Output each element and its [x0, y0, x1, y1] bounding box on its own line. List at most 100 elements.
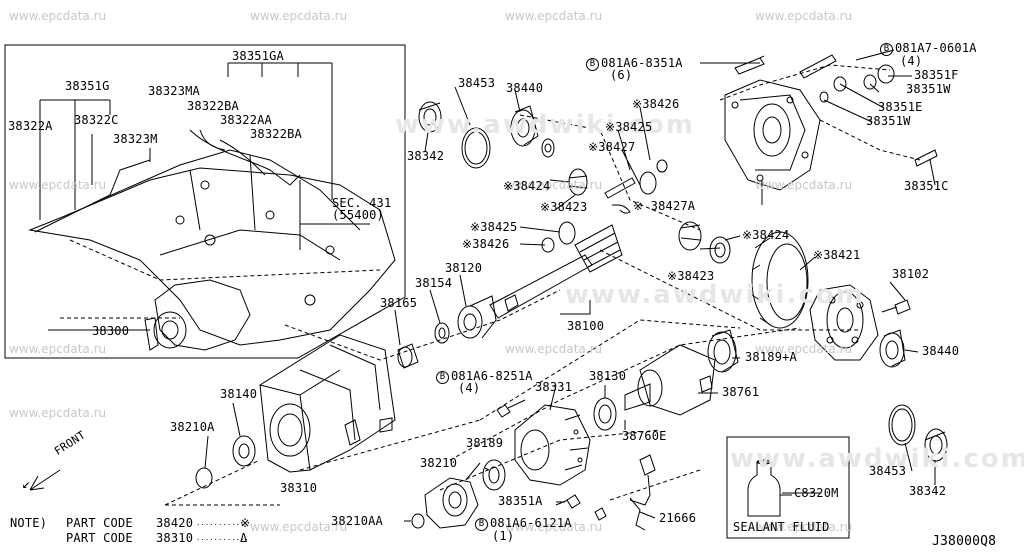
label-38102[interactable]: 38102 [892, 267, 930, 281]
label-38427A[interactable]: ※ 38427A [633, 199, 696, 213]
sealant-caption: SEALANT FLUID [733, 520, 830, 534]
bolt-code: 081A7-0601A [895, 41, 977, 55]
label-sec-ref-sub: (55400) [332, 208, 384, 222]
note-row2-code[interactable]: 38310 [156, 531, 194, 545]
note-title: NOTE) [10, 516, 48, 530]
note-row1-dots: ............ [196, 519, 249, 527]
label-38322A[interactable]: 38322A [8, 119, 53, 133]
note-row2-mark: Δ [240, 531, 248, 545]
watermark-5: www.epcdata.ru [9, 178, 107, 192]
label-38322BA-1[interactable]: 38322BA [187, 99, 239, 113]
label-38322C[interactable]: 38322C [74, 113, 119, 127]
label-38453-right[interactable]: 38453 [869, 464, 907, 478]
bolt-circle-icon: B [436, 371, 449, 384]
watermark-14: www.epcdata.ru [755, 520, 853, 534]
brand-watermark-2: www.awdwiki.com [565, 280, 865, 310]
label-38342-top[interactable]: 38342 [407, 149, 445, 163]
label-38130[interactable]: 38130 [589, 369, 627, 383]
diagram-code: J38000Q8 [932, 534, 997, 549]
sealant-code[interactable]: C8320M [794, 486, 839, 500]
label-38421[interactable]: ※38421 [813, 248, 861, 262]
label-38351GA[interactable]: 38351GA [232, 49, 284, 63]
label-38322AA[interactable]: 38322AA [220, 113, 272, 127]
watermark-2: www.epcdata.ru [250, 9, 348, 23]
bolt-qty-4: (1) [492, 529, 515, 543]
label-38424-a[interactable]: ※38424 [503, 179, 551, 193]
label-38210AA[interactable]: 38210AA [331, 514, 383, 528]
label-38310[interactable]: 38310 [280, 481, 318, 495]
sealant-box [726, 436, 850, 539]
label-38342-right[interactable]: 38342 [909, 484, 947, 498]
label-38351W-a[interactable]: 38351W [906, 82, 951, 96]
brand-watermark-3: www.awdwiki.com [730, 444, 1024, 474]
label-38210[interactable]: 38210 [420, 456, 458, 470]
label-38425-b[interactable]: ※38425 [470, 220, 518, 234]
bolt-qty-1: (6) [610, 68, 633, 82]
label-38351W-b[interactable]: 38351W [866, 114, 911, 128]
brand-watermark-1: www.awdwiki.com [395, 110, 695, 140]
watermark-7: www.epcdata.ru [755, 178, 853, 192]
note-row2-prefix: PART CODE [66, 531, 133, 545]
bolt-qty-3: (4) [458, 381, 481, 395]
note-row1-prefix: PART CODE [66, 516, 133, 530]
bolt-code: 081A6-8251A [451, 369, 533, 383]
label-38761[interactable]: 38761 [722, 385, 760, 399]
label-38351G[interactable]: 38351G [65, 79, 110, 93]
bolt-code: 081A6-8351A [601, 56, 683, 70]
note-row2-dots: ............ [196, 534, 249, 542]
label-38423-b[interactable]: ※38423 [667, 269, 715, 283]
label-38351C[interactable]: 38351C [904, 179, 949, 193]
label-38427[interactable]: ※38427 [588, 140, 636, 154]
label-38331[interactable]: 38331 [535, 380, 573, 394]
label-38323M[interactable]: 38323M [113, 132, 158, 146]
label-38351F[interactable]: 38351F [914, 68, 959, 82]
inset-frame [4, 44, 406, 359]
label-38323MA[interactable]: 38323MA [148, 84, 200, 98]
label-38453-top[interactable]: 38453 [458, 76, 496, 90]
label-38440-top[interactable]: 38440 [506, 81, 544, 95]
label-38424-b[interactable]: ※38424 [742, 228, 790, 242]
label-38760E[interactable]: 38760E [622, 429, 667, 443]
label-38154[interactable]: 38154 [415, 276, 453, 290]
bolt-circle-icon: B [880, 43, 893, 56]
label-38210A[interactable]: 38210A [170, 420, 215, 434]
label-38351E[interactable]: 38351E [878, 100, 923, 114]
watermark-11: www.epcdata.ru [9, 406, 107, 420]
watermark-3: www.epcdata.ru [505, 9, 603, 23]
label-sec-ref[interactable]: SEC. 431 [332, 196, 392, 210]
watermark-13: www.epcdata.ru [505, 520, 603, 534]
note-row1-code[interactable]: 38420 [156, 516, 194, 530]
label-38426-a[interactable]: ※38426 [632, 97, 680, 111]
label-38440-right[interactable]: 38440 [922, 344, 960, 358]
bolt-circle-icon: B [586, 58, 599, 71]
label-38120[interactable]: 38120 [445, 261, 483, 275]
watermark-10: www.epcdata.ru [755, 342, 853, 356]
label-38351A[interactable]: 38351A [498, 494, 543, 508]
watermark-8: www.epcdata.ru [9, 342, 107, 356]
watermark-4: www.epcdata.ru [755, 9, 853, 23]
label-38140[interactable]: 38140 [220, 387, 258, 401]
bolt-circle-icon: B [475, 518, 488, 531]
label-38322BA-2[interactable]: 38322BA [250, 127, 302, 141]
label-38426-b[interactable]: ※38426 [462, 237, 510, 251]
label-38425-a[interactable]: ※38425 [605, 120, 653, 134]
label-38300[interactable]: 38300 [92, 324, 130, 338]
watermark-12: www.epcdata.ru [250, 520, 348, 534]
bolt-qty-2: (4) [900, 54, 923, 68]
label-38165[interactable]: 38165 [380, 296, 418, 310]
label-38189A[interactable]: 38189+A [745, 350, 797, 364]
watermark-9: www.epcdata.ru [505, 342, 603, 356]
watermark-6: www.epcdata.ru [505, 178, 603, 192]
label-38100[interactable]: 38100 [567, 319, 605, 333]
label-38189[interactable]: 38189 [466, 436, 504, 450]
label-21666[interactable]: 21666 [659, 511, 697, 525]
watermark-1: www.epcdata.ru [9, 9, 107, 23]
front-arrow-icon: ↙ [22, 476, 31, 492]
label-38423-a[interactable]: ※38423 [540, 200, 588, 214]
